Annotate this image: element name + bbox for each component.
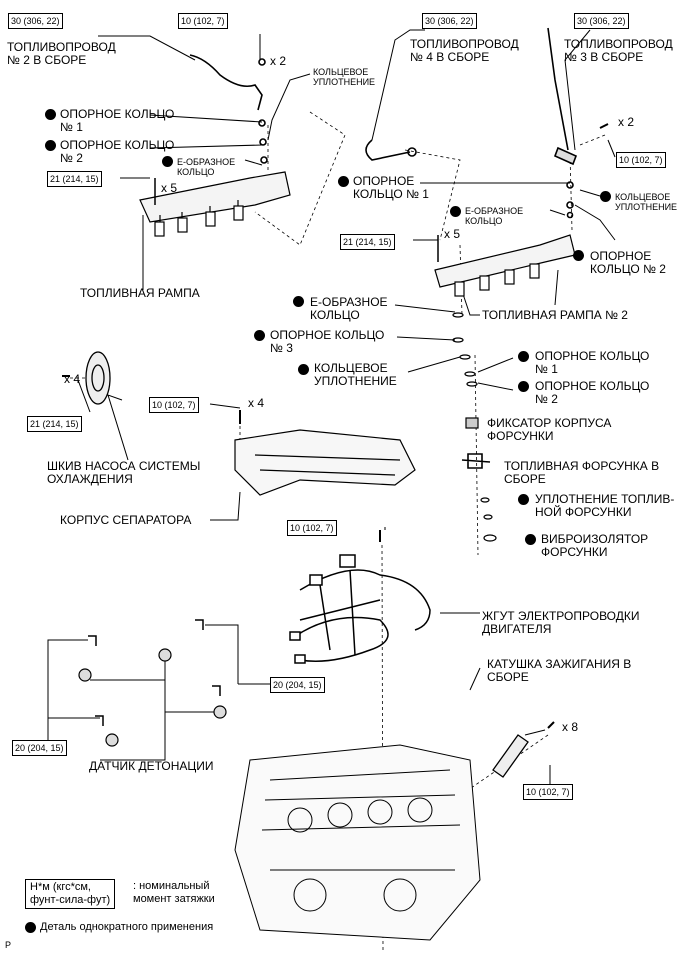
torque-box-separator: 10 (102, 7)	[149, 397, 199, 413]
count-pulley-bolts: x 4	[64, 372, 81, 386]
label-knock-sensor: ДАТЧИК ДЕТОНАЦИИ	[89, 759, 214, 773]
non-reusable-dot-icon	[525, 534, 536, 545]
engine-block-shape	[234, 744, 481, 941]
torque-box-pipe4: 30 (306, 22)	[422, 13, 477, 29]
leader-lines	[47, 29, 616, 785]
fuel-rail-2-shape	[434, 234, 576, 297]
separator-shape	[234, 410, 416, 496]
non-reusable-dot-icon	[45, 140, 56, 151]
torque-box-pipe2-bolt: 10 (102, 7)	[178, 13, 228, 29]
torque-box-rail2: 21 (214, 15)	[340, 234, 395, 250]
torque-box-pipe3-bolt: 10 (102, 7)	[616, 152, 666, 168]
non-reusable-dot-icon	[518, 381, 529, 392]
non-reusable-dot-icon	[518, 494, 529, 505]
non-reusable-dot-icon	[600, 191, 611, 202]
non-reusable-dot-icon	[45, 109, 56, 120]
label-fuel-rail: ТОПЛИВНАЯ РАМПА	[80, 286, 200, 300]
non-reusable-dot-icon	[293, 296, 304, 307]
legend-unit-box: Н*м (кгс*см,фунт-сила-фут)	[25, 879, 116, 909]
non-reusable-dot-icon	[338, 176, 349, 187]
count-pipe3-bolts: x 2	[618, 115, 635, 129]
ignition-coil-shape	[492, 721, 555, 778]
torque-box-knock-right: 20 (204, 15)	[270, 677, 325, 693]
label-separator-case: КОРПУС СЕПАРАТОРА	[60, 513, 192, 527]
fuel-pipe-2-shape	[189, 54, 268, 164]
knock-sensor-shapes	[78, 619, 227, 747]
fuel-pipe-4-shape	[365, 139, 417, 161]
torque-box-harness: 10 (102, 7)	[287, 520, 337, 536]
pulley-shape	[62, 351, 111, 405]
torque-box-pipe2: 30 (306, 22)	[8, 13, 63, 29]
non-reusable-dot-icon	[573, 250, 584, 261]
torque-box-coil: 10 (102, 7)	[523, 784, 573, 800]
count-rail2-bolts: x 5	[444, 227, 461, 241]
legend-non-reusable: Деталь однократного применения	[40, 921, 214, 933]
non-reusable-dot-icon	[518, 351, 529, 362]
torque-box-knock-left: 20 (204, 15)	[12, 740, 67, 756]
torque-box-rail1: 21 (214, 15)	[47, 171, 102, 187]
torque-box-pipe3: 30 (306, 22)	[574, 13, 629, 29]
torque-box-pulley: 21 (214, 15)	[27, 416, 82, 432]
fuel-rail-1-shape	[139, 171, 291, 237]
non-reusable-dot-icon	[298, 364, 309, 375]
label-fuel-rail-2: ТОПЛИВНАЯ РАМПА № 2	[482, 308, 628, 322]
corner-mark: P	[5, 940, 12, 950]
label-injector-seal: УПЛОТНЕНИЕ ТОПЛИВ-НОЙ ФОРСУНКИ	[535, 492, 675, 519]
non-reusable-dot-icon	[25, 922, 36, 933]
non-reusable-dot-icon	[254, 330, 265, 341]
fuel-pipe-3-shape	[547, 27, 609, 219]
count-separator-bolts: x 4	[248, 396, 265, 410]
non-reusable-dot-icon	[162, 156, 173, 167]
non-reusable-dot-icon	[450, 206, 461, 217]
count-coil-bolts: x 8	[562, 720, 579, 734]
count-pipe2-bolts: x 2	[270, 54, 287, 68]
count-rail1-bolts: x 5	[161, 181, 178, 195]
harness-shape	[289, 530, 431, 664]
small-rings	[452, 312, 497, 542]
